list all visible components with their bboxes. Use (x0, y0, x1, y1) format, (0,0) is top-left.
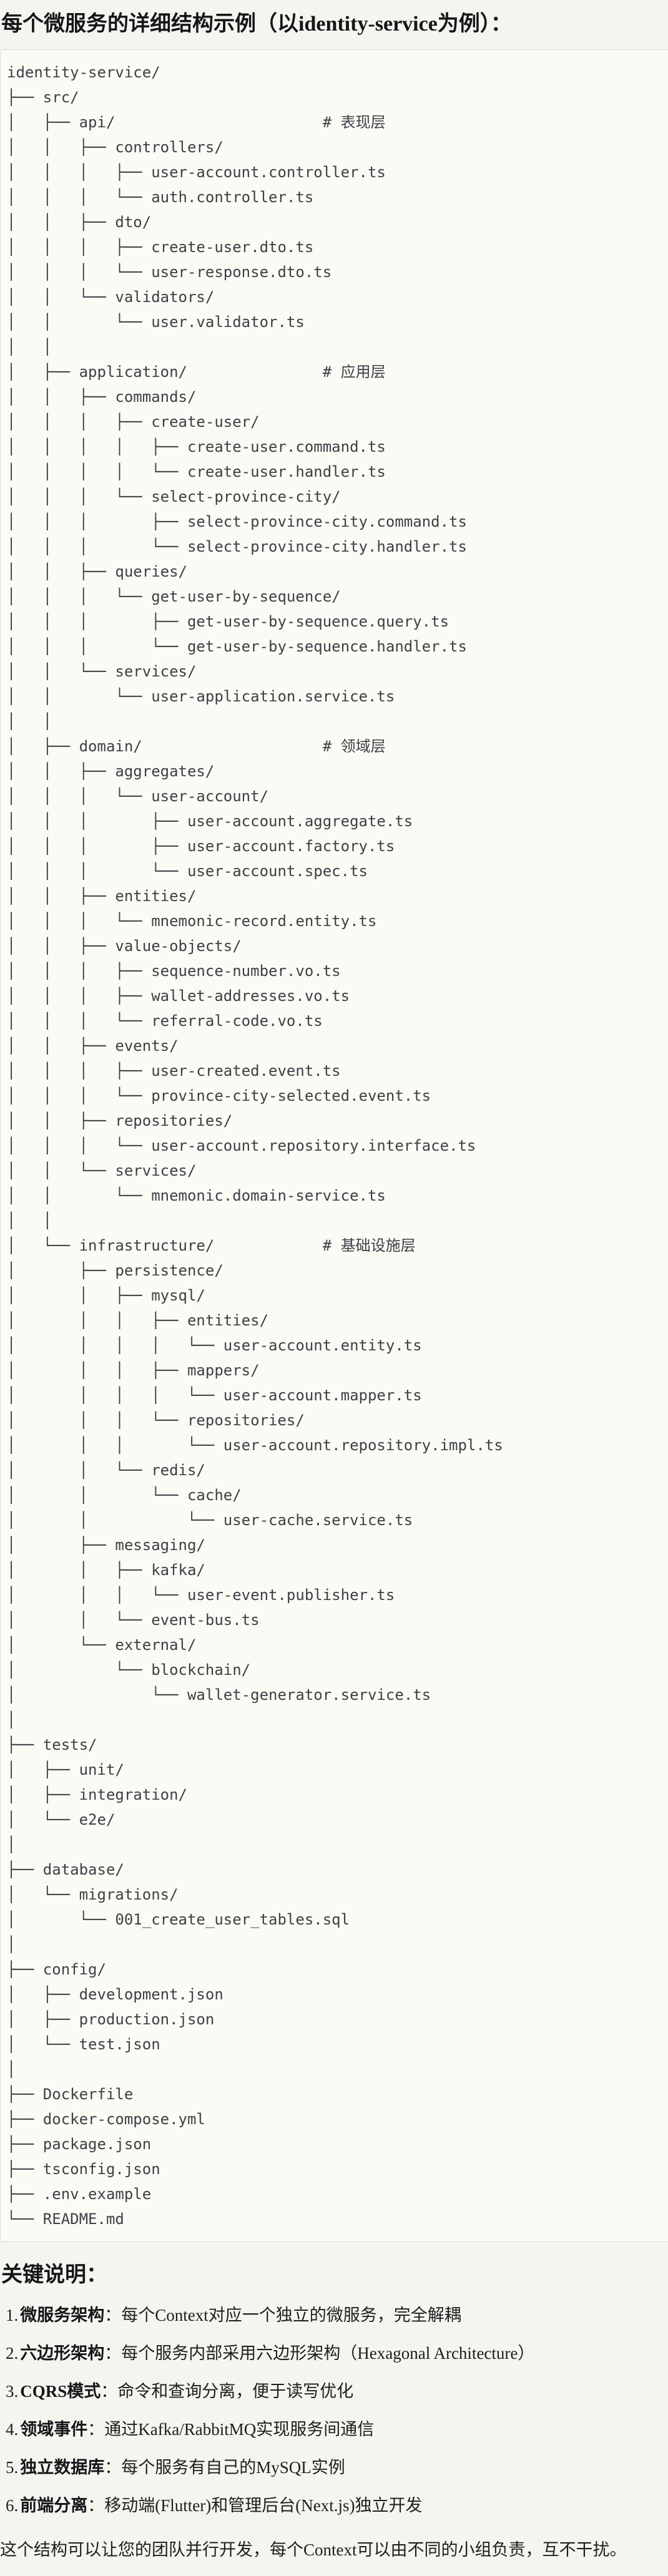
note-description: 每个服务内部采用六边形架构（Hexagonal Architecture） (121, 2344, 535, 2363)
note-colon: ： (87, 2420, 105, 2439)
note-description: 命令和查询分离，便于读写优化 (117, 2382, 354, 2401)
notes-list: 1.微服务架构：每个Context对应一个独立的微服务，完全解耦 2.六边形架构… (0, 2305, 668, 2517)
note-number: 1. (6, 2306, 19, 2325)
note-number: 2. (6, 2344, 19, 2363)
note-description: 每个Context对应一个独立的微服务，完全解耦 (121, 2306, 461, 2325)
note-colon: ： (104, 2458, 122, 2477)
note-term: 领域事件 (20, 2420, 88, 2439)
note-term: 前端分离 (20, 2496, 88, 2515)
note-description: 通过Kafka/RabbitMQ实现服务间通信 (104, 2420, 375, 2439)
note-term: 六边形架构 (20, 2344, 105, 2363)
note-colon: ： (104, 2344, 122, 2363)
note-item: 5.独立数据库：每个服务有自己的MySQL实例 (0, 2457, 668, 2479)
note-term: CQRS模式 (20, 2382, 101, 2401)
note-number: 6. (6, 2496, 19, 2515)
note-colon: ： (87, 2496, 105, 2515)
closing-paragraph: 这个结构可以让您的团队并行开发，每个Context可以由不同的小组负责，互不干扰… (0, 2540, 627, 2559)
note-item: 2.六边形架构：每个服务内部采用六边形架构（Hexagonal Architec… (0, 2343, 668, 2364)
note-item: 3.CQRS模式：命令和查询分离，便于读写优化 (0, 2381, 668, 2403)
note-item: 6.前端分离：移动端(Flutter)和管理后台(Next.js)独立开发 (0, 2495, 668, 2517)
note-number: 4. (6, 2420, 19, 2439)
note-number: 3. (6, 2382, 19, 2401)
note-number: 5. (6, 2458, 19, 2477)
note-term: 微服务架构 (20, 2306, 105, 2325)
note-description: 移动端(Flutter)和管理后台(Next.js)独立开发 (104, 2496, 423, 2515)
directory-tree: identity-service/ ├── src/ │ ├── api/ # … (7, 63, 503, 2228)
note-description: 每个服务有自己的MySQL实例 (121, 2458, 345, 2477)
notes-section: 关键说明： 1.微服务架构：每个Context对应一个独立的微服务，完全解耦 2… (0, 2262, 668, 2562)
note-item: 4.领域事件：通过Kafka/RabbitMQ实现服务间通信 (0, 2419, 668, 2441)
code-block: identity-service/ ├── src/ │ ├── api/ # … (0, 49, 668, 2242)
note-item: 1.微服务架构：每个Context对应一个独立的微服务，完全解耦 (0, 2305, 668, 2326)
note-colon: ： (104, 2306, 122, 2325)
note-term: 独立数据库 (20, 2458, 105, 2477)
notes-heading: 关键说明： (1, 2263, 107, 2286)
note-colon: ： (101, 2382, 118, 2401)
page-title: 每个微服务的详细结构示例（以identity-service为例）： (1, 12, 512, 36)
